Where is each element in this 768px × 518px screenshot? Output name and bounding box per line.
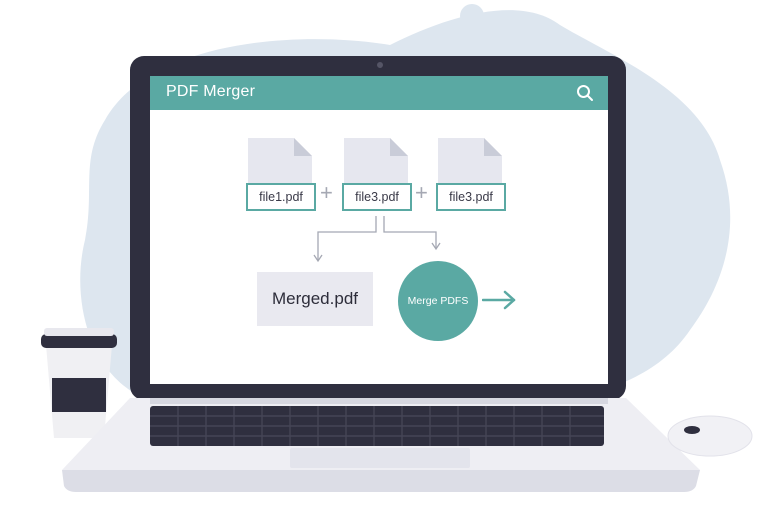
app-window: PDF Merger file1.pdf +: [150, 76, 608, 384]
document-icon: [438, 138, 502, 194]
merged-file-output: Merged.pdf: [257, 272, 373, 326]
search-icon: [577, 85, 593, 101]
decor-dot: [460, 4, 484, 28]
document-icon: [344, 138, 408, 194]
trackpad: [290, 448, 470, 468]
webcam: [377, 62, 383, 68]
file-card: file3.pdf: [436, 138, 510, 214]
file-name-label[interactable]: file1.pdf: [246, 183, 316, 211]
file-card: file3.pdf: [342, 138, 416, 214]
file-name-label[interactable]: file3.pdf: [436, 183, 506, 211]
title-bar: PDF Merger: [150, 76, 608, 110]
app-title: PDF Merger: [166, 83, 256, 100]
search-button[interactable]: [574, 82, 596, 104]
plus-icon: +: [415, 180, 428, 205]
decor-dot: [89, 187, 99, 197]
file-name-label[interactable]: file3.pdf: [342, 183, 412, 211]
file-card: file1.pdf: [246, 138, 320, 214]
coffee-cup: [41, 328, 117, 438]
keyboard: [150, 406, 604, 446]
arrow-right-icon: [482, 290, 516, 310]
computer-mouse: [667, 415, 753, 457]
document-icon: [248, 138, 312, 194]
merge-pdfs-button[interactable]: Merge PDFS: [398, 261, 478, 341]
flow-connectors: [313, 216, 441, 263]
plus-icon: +: [320, 180, 333, 205]
